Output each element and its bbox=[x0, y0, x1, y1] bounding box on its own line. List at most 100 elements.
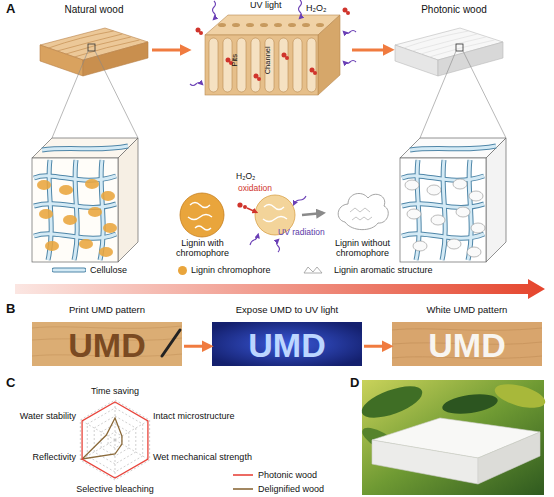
photo-panel: White UMD patternUMD bbox=[392, 304, 542, 368]
node-text: Photonic wood bbox=[393, 4, 515, 16]
wood-channel-block bbox=[318, 15, 340, 95]
wood-photo-uv bbox=[212, 322, 362, 366]
node-text: UV radiation bbox=[278, 228, 338, 238]
node-text: H₂O₂ bbox=[306, 3, 342, 13]
flow-arrow bbox=[152, 48, 188, 51]
pattern-text: UMD bbox=[212, 328, 362, 362]
axis-label: Water stability bbox=[0, 411, 76, 421]
natural-wood-slab bbox=[83, 42, 148, 76]
legend-text: Delignified wood bbox=[258, 484, 324, 494]
panel-letter: A bbox=[6, 2, 22, 17]
wood-photo-white bbox=[392, 322, 542, 366]
natural-wood-microstructure bbox=[34, 146, 128, 260]
photonic-wood-microstructure bbox=[400, 138, 506, 262]
photonic-wood-slab bbox=[421, 37, 486, 54]
node-text: Lignin without chromophore bbox=[325, 238, 400, 259]
pattern-text: UMD bbox=[392, 328, 542, 362]
wood-channel-block bbox=[316, 23, 324, 27]
wood-channel-block bbox=[344, 61, 356, 64]
natural-wood-slab bbox=[49, 31, 114, 48]
photo-panel: Expose UMD to UV lightUMD bbox=[212, 304, 362, 368]
natural-wood-slab bbox=[66, 37, 131, 54]
radar-chart bbox=[80, 400, 149, 480]
wood-channel-block bbox=[257, 77, 261, 81]
wood-block: Natural wood bbox=[38, 4, 150, 78]
wood-channel-block bbox=[205, 15, 340, 35]
lignin-with-chromophore bbox=[190, 203, 210, 208]
photo-panel: Print UMD patternUMD bbox=[32, 304, 182, 368]
wood-photo-print bbox=[32, 322, 182, 366]
panel-letter: B bbox=[6, 302, 22, 317]
natural-wood-slab bbox=[88, 44, 95, 51]
node-text: Channel bbox=[264, 40, 273, 80]
legend-tube bbox=[54, 268, 84, 273]
legend-sample bbox=[232, 484, 254, 494]
photonic-wood-microstructure bbox=[486, 138, 506, 262]
node-text: Pits bbox=[231, 45, 240, 75]
wood-channel-block bbox=[190, 0, 356, 95]
lignin-without-chromophore bbox=[350, 208, 370, 212]
wood-block: Photonic wood bbox=[393, 4, 515, 78]
wood-channel-block bbox=[218, 23, 226, 27]
panel-letter: D bbox=[350, 376, 366, 391]
lignin-oxidizing bbox=[250, 196, 306, 252]
wood-channel-block bbox=[293, 38, 302, 92]
lignin-oxidizing bbox=[264, 205, 284, 210]
legend-tube bbox=[54, 269, 84, 272]
lignin-oxidizing bbox=[237, 202, 242, 207]
wood-photo-print bbox=[32, 322, 182, 366]
node-text: Natural wood bbox=[38, 4, 150, 16]
wood-channel-block bbox=[190, 83, 202, 86]
wood-channel-block bbox=[232, 23, 240, 27]
natural-wood-slab bbox=[40, 28, 148, 138]
legend-sample bbox=[52, 265, 86, 275]
lignin-oxidizing bbox=[263, 217, 287, 222]
lignin-with-chromophore bbox=[180, 193, 224, 237]
lignin-with-chromophore bbox=[188, 203, 212, 231]
lignin-without-chromophore bbox=[350, 208, 372, 220]
lignin-particle: H₂O₂oxidationUV radiation bbox=[250, 172, 300, 242]
wood-channel-block bbox=[313, 71, 317, 75]
lignin-oxidizing bbox=[247, 208, 256, 212]
legend-sample bbox=[232, 470, 254, 480]
treatment-block: UV light H₂O₂ Pits Channel bbox=[190, 0, 350, 98]
wood-channel-block bbox=[302, 23, 310, 27]
legend-item: Lignin chromophore bbox=[178, 265, 271, 275]
wood-channel-block bbox=[199, 31, 203, 35]
photonic-wood-slab bbox=[429, 40, 494, 57]
wood-channel-block bbox=[246, 23, 254, 27]
node-text: oxidation bbox=[238, 184, 288, 194]
pattern-text: UMD bbox=[32, 328, 182, 362]
node-text: Print UMD pattern bbox=[32, 305, 182, 316]
natural-wood-microstructure bbox=[37, 179, 117, 257]
photonic-wood-slab bbox=[404, 31, 469, 48]
natural-wood-slab bbox=[57, 34, 122, 51]
lignin-particle: Lignin without chromophore bbox=[325, 190, 400, 260]
wood-channel-block bbox=[213, 1, 216, 19]
legend-item: Photonic wood bbox=[232, 470, 317, 480]
photonic-wood-microstructure bbox=[402, 146, 496, 260]
legend-text: Photonic wood bbox=[258, 470, 317, 480]
wood-channel-block bbox=[205, 35, 318, 95]
wood-photo-white bbox=[392, 322, 542, 366]
photonic-wood-microstructure bbox=[405, 179, 485, 257]
radar-axis bbox=[80, 420, 115, 440]
natural-wood-slab bbox=[95, 51, 138, 138]
wood-channel-block bbox=[279, 38, 288, 92]
node-text: UV light bbox=[250, 0, 295, 10]
photonic-wood-slab bbox=[412, 34, 477, 51]
panel-letter: C bbox=[6, 376, 22, 391]
lignin-oxidizing bbox=[237, 195, 306, 252]
lignin-oxidizing bbox=[263, 205, 287, 222]
wood-channel-block bbox=[218, 23, 324, 27]
photonic-wood-photo bbox=[441, 391, 499, 417]
lignin-oxidizing bbox=[250, 235, 258, 245]
photonic-wood-microstructure bbox=[402, 146, 496, 260]
legend-line bbox=[233, 488, 253, 490]
lignin-with-chromophore bbox=[180, 193, 224, 237]
axis-label: Wet mechanical strength bbox=[153, 452, 273, 462]
wood-channel-block bbox=[209, 38, 218, 92]
